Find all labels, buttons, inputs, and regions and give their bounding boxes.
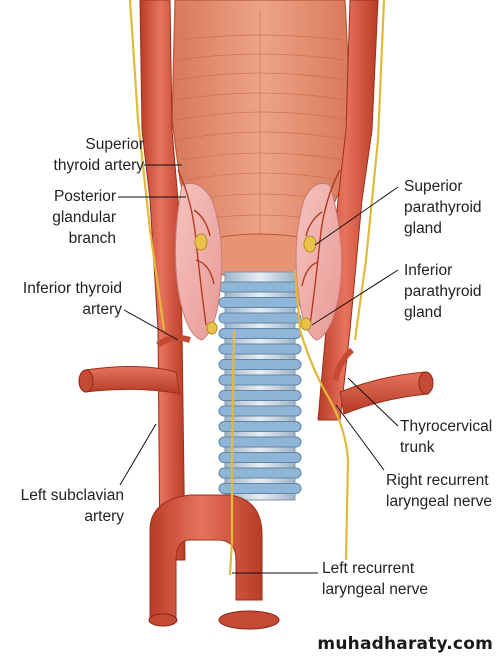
aortic-arch [149,494,263,621]
thyrocervical-trunk [332,347,355,381]
label-left-recurrent-laryngeal-nerve: Left recurrent laryngeal nerve [322,560,428,598]
label-posterior-glandular-branch: Posterior glandular branch [52,188,116,247]
tracheal-cartilage-ring [218,328,302,339]
tracheal-cartilage-ring [218,405,302,417]
right-subclavian-artery [339,371,429,415]
recurrent-laryngeal-nerves [128,0,386,576]
tracheal-cartilage-ring [218,343,302,355]
left-subclavian-artery [84,365,181,395]
parathyroid-left-inferior [206,321,218,335]
watermark: muhadharaty.com [317,634,493,654]
label-thyrocervical-trunk: Thyrocervical trunk [400,418,493,456]
label-superior-parathyroid-gland: Superior parathyroid gland [404,178,482,237]
tracheal-cartilage-ring [218,281,302,293]
tracheal-cartilage-ring [218,390,302,401]
label-superior-thyroid-artery: Superior thyroid artery [53,136,144,174]
label-inferior-parathyroid-gland: Inferior parathyroid gland [404,262,482,321]
tracheal-cartilage-ring [218,436,302,448]
tracheal-cartilage-ring [218,297,302,308]
label-left-subclavian-artery: Left subclavian artery [20,487,124,525]
tracheal-cartilage-ring [218,359,302,370]
parathyroid-right-superior [303,235,317,253]
tracheal-cartilage-ring [218,374,302,386]
tracheal-cartilage-ring [218,483,302,494]
label-right-recurrent-laryngeal-nerve: Right recurrent laryngeal nerve [386,472,492,510]
trachea [218,271,302,501]
tracheal-cartilage-ring [218,452,302,463]
left-common-carotid-artery [139,0,186,561]
parathyroid-right-inferior [300,317,312,331]
tracheal-cartilage-ring [218,312,302,324]
tracheal-cartilage-ring [218,467,302,479]
left-inferior-thyroid-artery [156,334,191,348]
leader-lines [118,164,399,574]
parathyroid-left-superior [194,233,208,251]
label-inferior-thyroid-artery: Inferior thyroid artery [22,280,122,318]
tracheal-cartilage-ring [218,421,302,432]
